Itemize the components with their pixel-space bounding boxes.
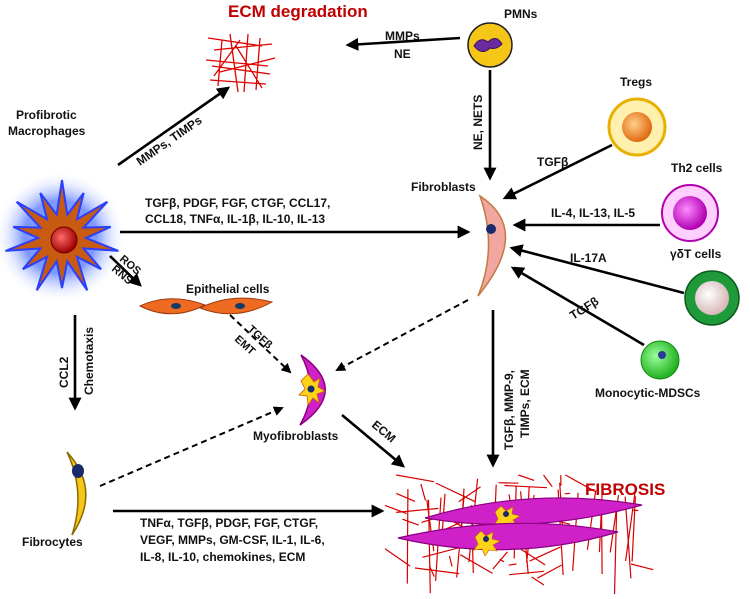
pmn-label: PMNs xyxy=(504,7,538,21)
macrophage-cell xyxy=(0,171,126,303)
arrow-fibroblast-to-myofibroblast xyxy=(337,300,468,370)
epithelial-label: Epithelial cells xyxy=(186,282,270,296)
fibroblast-label: Fibroblasts xyxy=(411,180,476,194)
macrophage-label-line1: Profibrotic xyxy=(16,108,77,122)
gdt-cell xyxy=(685,271,739,325)
edge-pmn-to-ecm-line2: NE xyxy=(394,47,411,61)
edge-fibrocyte-to-fibrosis-line3: IL-8, IL-10, chemokines, ECM xyxy=(140,550,305,564)
edge-th2-to-fibroblast: IL-4, IL-13, IL-5 xyxy=(551,206,635,220)
fibrosis-title: FIBROSIS xyxy=(585,480,665,499)
edge-macrophage-to-fibroblast-line2: CCL18, TNFα, IL-1β, IL-10, IL-13 xyxy=(145,212,325,226)
arrow-macrophage-to-ecm xyxy=(118,88,228,165)
arrow-fibrocyte-to-myofibroblast xyxy=(100,408,282,486)
fibrocyte-label: Fibrocytes xyxy=(22,535,83,549)
th2-label: Th2 cells xyxy=(671,161,723,175)
edge-treg-to-fibroblast: TGFβ xyxy=(537,155,568,169)
ecm-degradation-mesh xyxy=(206,34,275,92)
ecm-degradation-title: ECM degradation xyxy=(228,2,368,21)
arrow-treg-to-fibroblast xyxy=(505,145,612,198)
treg-cell xyxy=(609,99,665,155)
arrow-myofibroblast-to-fibrosis xyxy=(342,415,403,466)
edge-macrophage-to-fibrocyte-line1: CCL2 xyxy=(57,356,71,388)
pmn-cell xyxy=(468,23,512,67)
macrophage-label-line2: Macrophages xyxy=(8,124,86,138)
fibroblast-cell xyxy=(478,196,506,296)
fibrocyte-cell xyxy=(67,452,86,535)
edge-pmn-to-ecm-line1: MMPs xyxy=(385,29,420,43)
edge-macrophage-to-fibrocyte-line2: Chemotaxis xyxy=(82,327,96,395)
mdsc-cell xyxy=(641,341,679,379)
myofibroblast-label: Myofibroblasts xyxy=(253,429,339,443)
edge-pmn-to-fibroblast: NE, NETS xyxy=(471,95,485,150)
edge-gdt-to-fibroblast: IL-17A xyxy=(570,251,607,265)
gdt-label: γδT cells xyxy=(670,247,722,261)
epithelial-cells xyxy=(140,298,272,314)
edge-fibrocyte-to-fibrosis-line1: TNFα, TGFβ, PDGF, FGF, CTGF, xyxy=(140,516,318,530)
treg-label: Tregs xyxy=(620,75,652,89)
edge-macrophage-to-fibroblast-line1: TGFβ, PDGF, FGF, CTGF, CCL17, xyxy=(145,196,330,210)
edge-fibroblast-to-fibrosis-line2: TIMPs, ECM xyxy=(518,369,532,438)
edge-fibrocyte-to-fibrosis-line2: VEGF, MMPs, GM-CSF, IL-1, IL-6, xyxy=(140,533,325,547)
th2-cell xyxy=(662,185,718,241)
edge-fibroblast-to-fibrosis-line1: TGFβ, MMP-9, xyxy=(502,370,516,450)
edge-macrophage-to-ecm: MMPs, TIMPs xyxy=(134,113,205,169)
mdsc-label: Monocytic-MDSCs xyxy=(595,386,701,400)
myofibroblast-cell xyxy=(299,355,325,425)
